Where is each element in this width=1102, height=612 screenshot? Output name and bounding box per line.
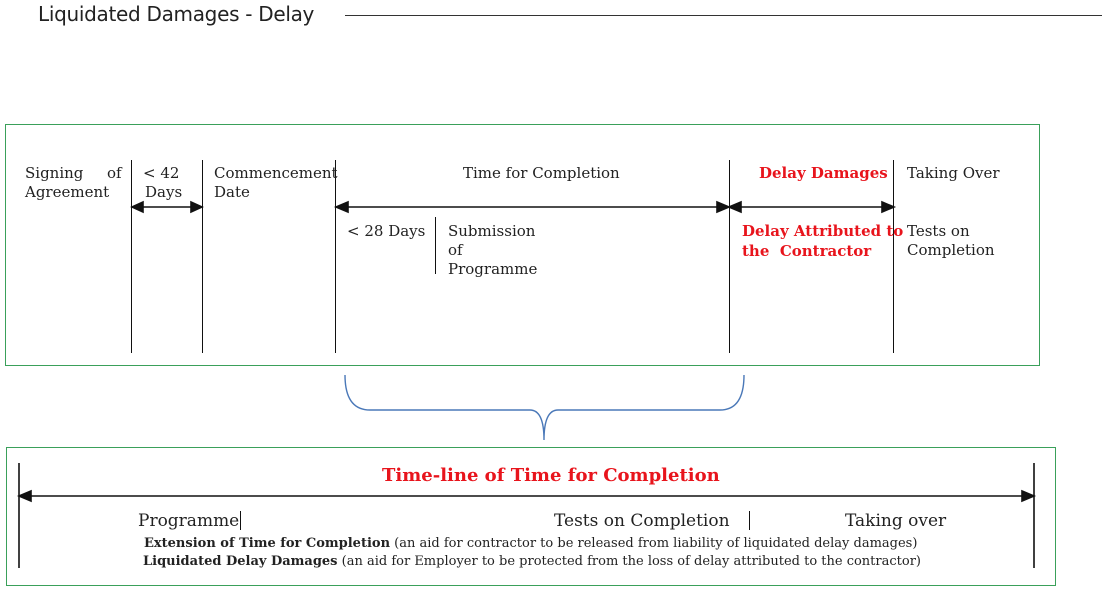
separator-line-3 [335, 160, 336, 353]
label-completion: Completion [907, 241, 995, 259]
submission-marker-line [435, 217, 436, 274]
eot-description: Extension of Time for Completion (an aid… [144, 535, 917, 552]
separator-line-4 [729, 160, 730, 353]
eot-explanation: (an aid for contractor to be released fr… [390, 536, 918, 551]
top-diagram-box [5, 124, 1040, 366]
page-title: Liquidated Damages - Delay [38, 2, 315, 26]
separator-line-1 [131, 160, 132, 353]
eot-term: Extension of Time for Completion [144, 536, 391, 551]
label-42: < 42 [143, 164, 180, 182]
label-42-days: Days [145, 183, 183, 201]
programme-marker [240, 511, 241, 530]
label-submission: Submission [448, 222, 536, 240]
label-delay-attributed: Delay Attributed to [742, 222, 904, 240]
label-signing-of: of [107, 164, 122, 182]
timeline-taking-over: Taking over [845, 511, 947, 531]
label-commencement-date: Date [214, 183, 250, 201]
label-signing: Signing [25, 164, 84, 182]
label-28-days: < 28 Days [347, 222, 426, 240]
label-agreement: Agreement [25, 183, 110, 201]
ldd-description: Liquidated Delay Damages (an aid for Emp… [143, 553, 921, 570]
timeline-tests-on-completion: Tests on Completion [554, 511, 730, 531]
separator-line-2 [202, 160, 203, 353]
bottom-diagram-box [6, 447, 1056, 586]
curly-brace [344, 374, 745, 441]
label-delay-damages: Delay Damages [759, 164, 888, 182]
label-submission-programme: Programme [448, 260, 538, 278]
label-commencement: Commencement [214, 164, 338, 182]
timeline-title: Time-line of Time for Completion [382, 465, 720, 486]
separator-line-5 [893, 160, 894, 353]
label-time-for-completion: Time for Completion [463, 164, 620, 182]
title-divider [345, 15, 1102, 16]
label-the-contractor: the Contractor [742, 242, 872, 260]
tests-marker [749, 511, 750, 530]
label-submission-of: of [448, 241, 463, 259]
ldd-explanation: (an aid for Employer to be protected fro… [337, 554, 921, 569]
timeline-programme: Programme [138, 511, 240, 531]
label-taking-over: Taking Over [907, 164, 1000, 182]
ldd-term: Liquidated Delay Damages [143, 554, 338, 569]
label-tests-on: Tests on [907, 222, 970, 240]
